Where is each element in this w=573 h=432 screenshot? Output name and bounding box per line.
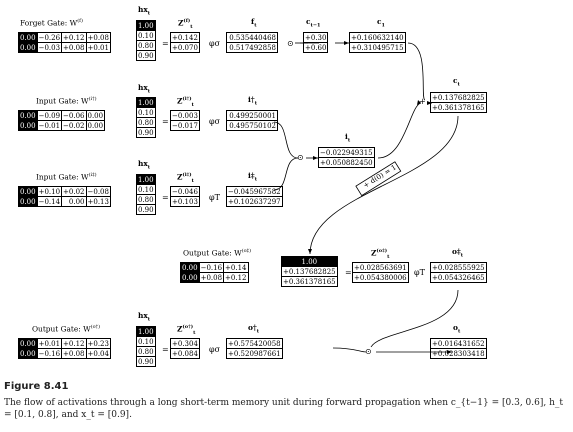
input-2-activation-label: i‡t (248, 171, 257, 183)
output-2-weight-matrix: 0.00+0.01+0.12+0.23 0.00−0.16+0.08+0.04 (18, 338, 111, 359)
input-1-z-vector: −0.003−0.017 (170, 110, 200, 131)
equals-sign: = (345, 268, 352, 277)
output-2-z-label: Z(o†)t (177, 324, 196, 336)
input-2-z-vector: −0.046+0.103 (170, 186, 200, 207)
ct-label: ct (453, 76, 460, 88)
output-2-z-vector: +0.304+0.084 (170, 338, 200, 359)
forget-gate-label: Forget Gate: W(f) (20, 18, 83, 28)
sigmoid-symbol: φσ (209, 345, 221, 354)
forget-z-vector: +0.142+0.070 (170, 32, 200, 53)
figure-caption: The flow of activations through a long s… (4, 398, 563, 420)
hx-label-3: hxt (138, 159, 151, 171)
hx-label-2: hxt (138, 83, 151, 95)
hx-label-4: hxt (138, 311, 151, 323)
output-1-activation-label: o‡t (452, 247, 464, 259)
output-gate-1-label: Output Gate: W(o‡) (183, 248, 252, 258)
input-1-activation-label: i†t (248, 95, 257, 107)
ct-vector: +0.137682825+0.361378165 (430, 92, 487, 113)
input-gate-1-label: Input Gate: W(i†) (36, 96, 97, 106)
odot-symbol: ⊙ (365, 347, 372, 356)
ot-label: ot (453, 323, 461, 335)
input-gate-2-label: Input Gate: W(i‡) (36, 172, 97, 182)
odot-symbol: ⊙ (287, 39, 294, 48)
odot-symbol: ⊙ (297, 153, 304, 162)
output-2-activation-label: o†t (248, 323, 260, 335)
figure-title: Figure 8.41 (4, 381, 69, 392)
output-1-input-vector: 1.00 +0.137682825 +0.361378165 (281, 256, 338, 287)
input-1-z-label: Z(i†)t (177, 96, 194, 108)
c1-vector: +0.160632140+0.310495715 (349, 32, 406, 53)
forget-weight-matrix: 0.00−0.26+0.12+0.08 0.00−0.03+0.08+0.01 (18, 32, 111, 53)
sigmoid-symbol: φσ (209, 117, 221, 126)
output-1-z-label: Z(o‡)t (371, 248, 390, 260)
equals-sign: = (162, 193, 169, 202)
it-label: it (345, 132, 351, 144)
tanh-symbol: φT (209, 193, 220, 202)
sigmoid-symbol: φσ (209, 39, 221, 48)
cprev-label: ct−1 (306, 17, 321, 29)
it-vector: −0.022949315+0.050882450 (318, 147, 375, 168)
output-gate-2-label: Output Gate: W(o†) (32, 324, 101, 334)
output-2-activation-vector: +0.575420058+0.520987661 (226, 338, 283, 359)
output-1-weight-matrix: 0.00−0.16+0.14 0.00+0.08+0.12 (180, 262, 249, 283)
plus-symbol: + (419, 97, 426, 106)
tanh-symbol: φT (414, 268, 425, 277)
cprev-vector: +0.30+0.60 (302, 32, 329, 53)
c1-label: c1 (377, 17, 385, 29)
input-2-z-label: Z(i‡)t (177, 172, 194, 184)
hx-label-1: hxt (138, 5, 151, 17)
equals-sign: = (162, 117, 169, 126)
output-1-z-vector: +0.028563691+0.054380006 (352, 262, 409, 283)
forget-z-label: Z(f)t (178, 18, 193, 30)
forget-f-label: ft (251, 17, 257, 29)
equals-sign: = (162, 345, 169, 354)
output-1-activation-vector: +0.028555925+0.054326465 (430, 262, 487, 283)
ot-vector: +0.016431652+0.028303418 (430, 338, 487, 359)
equals-sign: = (162, 39, 169, 48)
input-2-activation-vector: −0.045967582+0.102637297 (226, 186, 283, 207)
